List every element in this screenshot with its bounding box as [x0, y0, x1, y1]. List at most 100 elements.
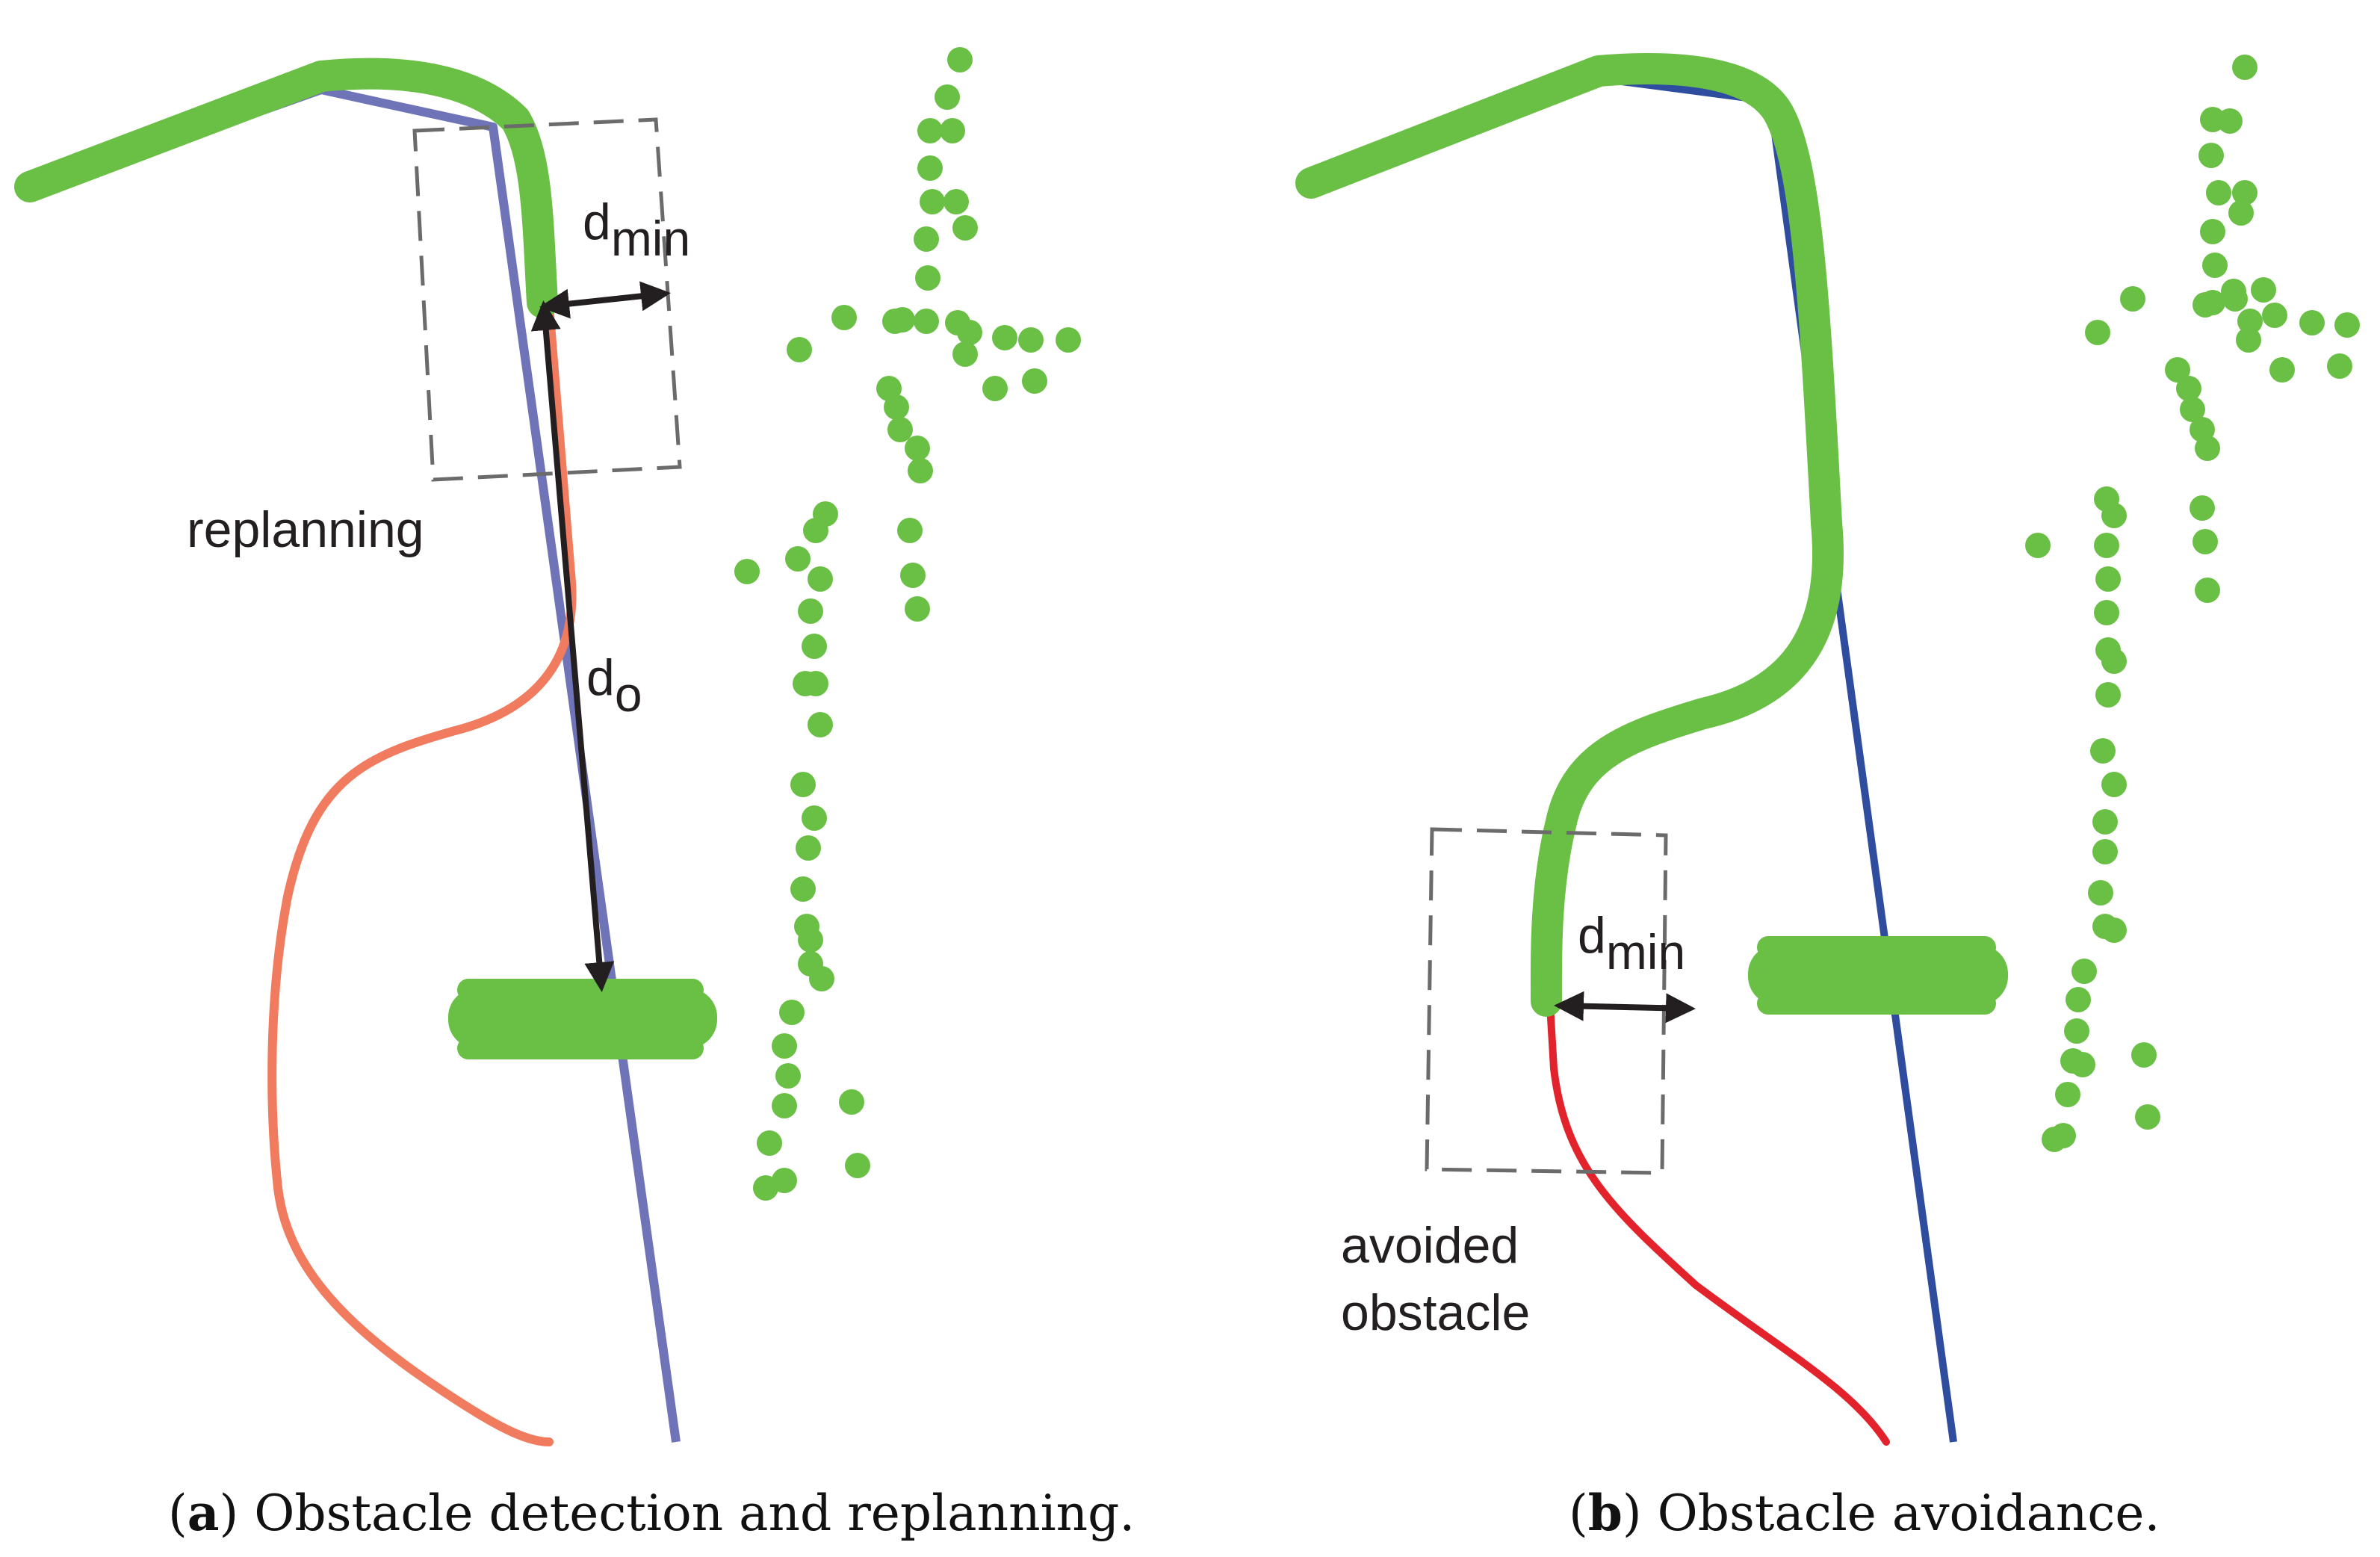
panel-b-executed-path: [1295, 53, 1844, 1017]
panel-a-cloud-point: [914, 226, 939, 252]
panel-a-cloud-point: [831, 305, 857, 330]
panel-b-cloud-point: [2200, 290, 2225, 315]
panel-b-cloud-point: [2232, 55, 2257, 80]
panel-b-cloud-point: [2237, 309, 2263, 334]
panel-b-cloud-point: [2192, 529, 2218, 554]
panel-b-cloud-point: [2120, 286, 2145, 312]
panel-a-cloud-point: [798, 598, 823, 624]
panel-a-cloud-point: [884, 394, 909, 420]
panel-b-cloud-point: [2195, 578, 2220, 603]
panel-a-do-label: do: [586, 649, 642, 722]
panel-a-cloud-point: [882, 309, 908, 334]
panel-a-cloud-point: [920, 189, 945, 214]
panel-a-dashed-box: [412, 117, 682, 482]
panel-a-cloud-point: [839, 1089, 864, 1115]
panel-b-avoided-label: avoided obstacle: [1341, 1217, 1533, 1341]
panel-a-cloud-point: [772, 1033, 797, 1059]
panel-a-cloud-point: [809, 966, 834, 991]
panel-a-cloud-point: [1022, 368, 1047, 394]
panel-a-cloud-point: [845, 1153, 870, 1178]
panel-a-cloud-point: [952, 341, 978, 367]
panel-b-cloud-point: [2131, 1042, 2157, 1068]
panel-a-cloud-point: [1018, 327, 1044, 353]
panel-a-cloud-point: [775, 1063, 801, 1089]
panel-a-cloud-point: [803, 518, 828, 543]
panel-b-cloud-point: [2176, 376, 2201, 401]
panel-a-cloud-point: [905, 436, 930, 461]
panel-b-cloud-point: [2101, 503, 2127, 528]
panel-b-cloud-point: [2221, 279, 2246, 304]
panel-b-dashed-box: [1425, 827, 1668, 1175]
panel-a-cloud-point: [947, 47, 973, 72]
panel-a-cloud-point: [808, 712, 833, 737]
panel-b-dmin-arrow: [1554, 991, 1696, 1024]
panel-b-cloud-point: [2269, 357, 2295, 383]
panel-b-cloud-point: [2101, 772, 2127, 797]
panel-a-cloud-point: [803, 671, 828, 696]
panel-a-cloud-point: [897, 518, 923, 543]
panel-b-cloud-point: [2334, 312, 2360, 338]
panel-b-obstacle: [1748, 936, 2008, 1015]
panel-a-obstacle: [448, 979, 717, 1059]
panel-a-cloud-point: [1056, 327, 1081, 353]
panel-a-cloud-point: [914, 309, 939, 334]
panel-b-cloud-point: [2228, 200, 2254, 226]
panel-a-cloud-point: [905, 596, 930, 622]
panel-b-cloud-point: [2202, 253, 2228, 278]
panel-b-cloud-point: [2095, 566, 2121, 592]
panel-a-dmin-arrow: [539, 281, 671, 319]
panel-a-cloud-point: [887, 417, 913, 442]
panel-b-cloud-point: [2090, 738, 2116, 764]
panel-a-cloud-point: [790, 772, 816, 797]
panel-b-cloud-point: [2088, 880, 2113, 906]
panel-b-cloud-point: [2042, 1127, 2067, 1152]
panel-a-cloud-point: [943, 189, 969, 214]
panel-b-cloud-point: [2198, 143, 2224, 168]
panel-a-cloud-point: [772, 1093, 797, 1118]
panel-b-cloud-point: [2180, 397, 2205, 422]
panel-b-cloud-point: [2064, 1018, 2089, 1044]
panel-b-cloud-point: [2055, 1082, 2080, 1107]
panel-a-do-arrow: [530, 300, 615, 992]
panel-a-reference-path: [28, 85, 681, 1443]
panel-b-cloud-point: [2095, 682, 2121, 708]
panel-a-caption: (a) Obstacle detection and replanning.: [168, 1484, 1135, 1542]
panel-b-cloud-point: [2070, 1052, 2095, 1077]
panel-a-cloud-point: [935, 84, 960, 110]
panel-b-cloud-point: [2025, 533, 2051, 558]
panel-b-cloud-point: [2101, 649, 2127, 674]
panel-a-cloud-point: [734, 559, 760, 584]
panel-b-point-cloud: [2025, 55, 2360, 1152]
panel-b-cloud-point: [2236, 327, 2261, 353]
panel-a-dmin-label: dmin: [583, 194, 690, 266]
panel-a-cloud-point: [753, 1175, 778, 1201]
panel-b-cloud-point: [2195, 436, 2220, 461]
panel-b-cloud-point: [2299, 310, 2325, 335]
panel-a-cloud-point: [915, 265, 940, 291]
panel-a-cloud-point: [992, 325, 1017, 350]
panel-a-cloud-point: [802, 805, 827, 831]
panel-a-cloud-point: [796, 835, 821, 861]
panel-a-cloud-point: [908, 458, 933, 483]
panel-b-cloud-point: [2101, 917, 2127, 943]
panel-a-cloud-point: [790, 876, 816, 902]
panel-b-cloud-point: [2165, 357, 2190, 383]
panel-b-cloud-point: [2251, 277, 2276, 303]
panel-a-cloud-point: [952, 215, 978, 241]
panel-b-cloud-point: [2092, 839, 2118, 864]
panel-b-caption: (b) Obstacle avoidance.: [1569, 1484, 2160, 1542]
panel-a-replanning-label: replanning: [187, 501, 424, 558]
panel-b-cloud-point: [2190, 495, 2215, 521]
panel-b-cloud-point: [2092, 809, 2118, 835]
panel-a-cloud-point: [757, 1130, 782, 1156]
panel-b-cloud-point: [2262, 303, 2287, 328]
panel-a-cloud-point: [787, 337, 812, 362]
panel-b-cloud-point: [2206, 180, 2231, 205]
panel-b-cloud-point: [2200, 219, 2225, 244]
panel-b: dmin avoided obstacle (b) Obstacle avoid…: [1295, 53, 2360, 1542]
panel-a-point-cloud: [734, 47, 1081, 1201]
panel-a-cloud-point: [917, 118, 943, 143]
panel-b-cloud-point: [2071, 959, 2097, 984]
panel-a-executed-path: [14, 58, 558, 318]
panel-a-cloud-point: [802, 634, 827, 659]
